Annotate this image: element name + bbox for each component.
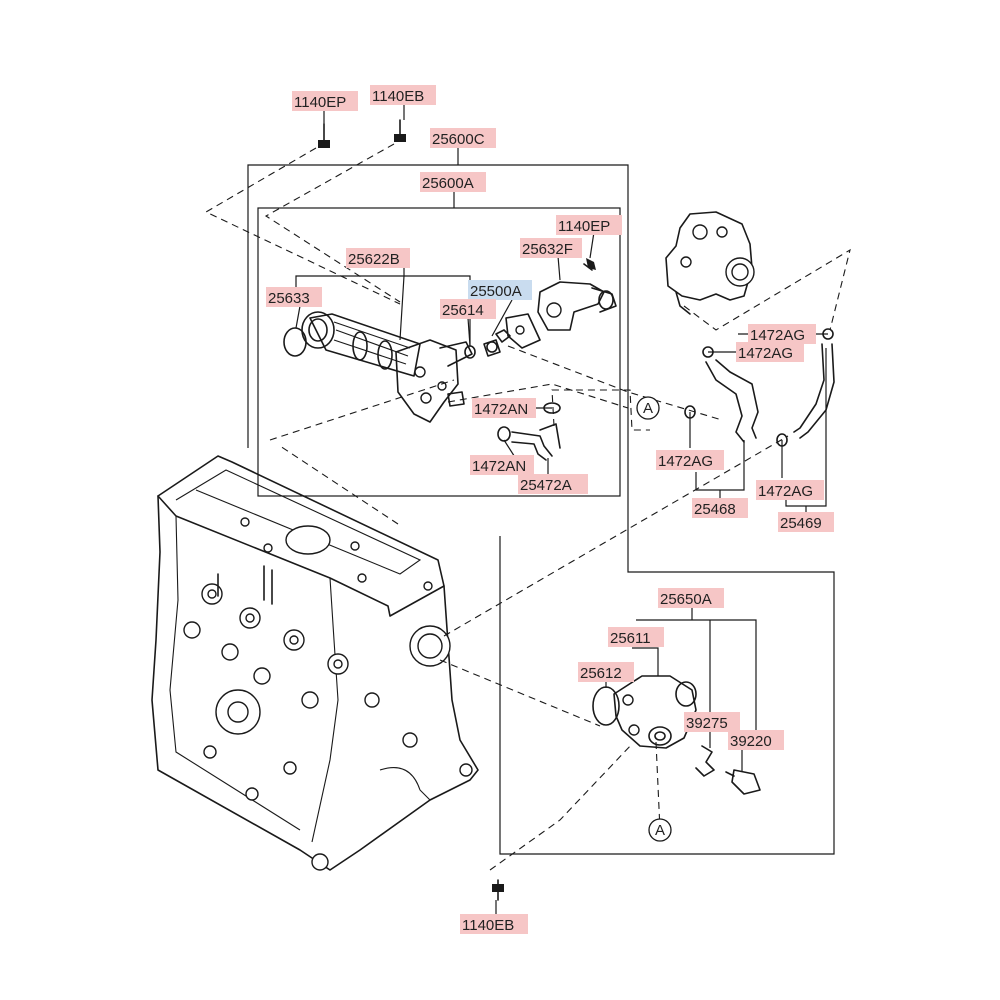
leader-lines <box>295 104 828 914</box>
bolt-1140ep-top <box>318 123 330 148</box>
label-25600c: 25600C <box>430 128 496 148</box>
label-1472ag-b: 1472AG <box>736 342 804 362</box>
svg-text:1472AG: 1472AG <box>750 327 805 344</box>
label-25611: 25611 <box>608 627 664 647</box>
label-1472ag-a: 1472AG <box>748 324 816 344</box>
svg-text:39275: 39275 <box>686 715 728 732</box>
svg-text:25468: 25468 <box>694 501 736 518</box>
svg-text:25612: 25612 <box>580 665 622 682</box>
bolt-1140eb-top <box>394 119 406 142</box>
label-25622b: 25622B <box>346 248 410 268</box>
thermostat-housing <box>592 675 761 795</box>
svg-text:25600A: 25600A <box>422 175 474 192</box>
assembly-frame-25600a <box>257 207 621 497</box>
svg-text:1472AN: 1472AN <box>474 401 528 418</box>
svg-text:1140EP: 1140EP <box>294 94 346 111</box>
svg-text:1140EP: 1140EP <box>558 218 610 235</box>
svg-text:25500A: 25500A <box>470 283 522 300</box>
assembly-frame-25600c <box>247 164 835 855</box>
label-25472a: 25472A <box>518 474 588 494</box>
callout-a-upper: A <box>636 396 660 420</box>
egr-cooler-assembly <box>283 258 617 423</box>
svg-text:39220: 39220 <box>730 733 772 750</box>
svg-text:25469: 25469 <box>780 515 822 532</box>
callout-a-lower: A <box>648 818 672 842</box>
label-1140ep-inner: 1140EP <box>556 215 622 235</box>
svg-text:1472AG: 1472AG <box>758 483 813 500</box>
callout-a-lower-text: A <box>655 822 665 839</box>
svg-text:25622B: 25622B <box>348 251 400 268</box>
svg-text:25611: 25611 <box>610 630 651 647</box>
label-1140eb-top: 1140EB <box>370 85 436 105</box>
label-25614: 25614 <box>440 299 496 319</box>
label-39275: 39275 <box>684 712 740 732</box>
svg-text:1140EB: 1140EB <box>462 917 514 934</box>
label-1140ep-top: 1140EP <box>292 91 358 111</box>
svg-text:1140EB: 1140EB <box>372 88 424 105</box>
label-1472an-b: 1472AN <box>470 455 534 475</box>
svg-text:1472AN: 1472AN <box>472 458 526 475</box>
bolt-1140eb-bottom <box>492 879 504 901</box>
label-25650a: 25650A <box>658 588 724 608</box>
label-25633: 25633 <box>266 287 322 307</box>
pump-housing <box>665 211 755 315</box>
label-25500a: 25500A <box>468 280 532 300</box>
svg-text:25650A: 25650A <box>660 591 712 608</box>
label-25468: 25468 <box>692 498 748 518</box>
svg-text:25632F: 25632F <box>522 241 573 258</box>
svg-text:25600C: 25600C <box>432 131 485 148</box>
svg-text:25614: 25614 <box>442 302 484 319</box>
alignment-lines <box>204 143 851 871</box>
engine-block <box>151 455 479 871</box>
label-25600a: 25600A <box>420 172 486 192</box>
label-1472ag-c: 1472AG <box>656 450 724 470</box>
svg-text:25633: 25633 <box>268 290 310 307</box>
label-25612: 25612 <box>578 662 634 682</box>
label-39220: 39220 <box>728 730 784 750</box>
label-25469: 25469 <box>778 512 834 532</box>
svg-text:25472A: 25472A <box>520 477 572 494</box>
svg-text:1472AG: 1472AG <box>658 453 713 470</box>
svg-text:1472AG: 1472AG <box>738 345 793 362</box>
label-1140eb-bottom: 1140EB <box>460 914 528 934</box>
label-1472ag-d: 1472AG <box>756 480 824 500</box>
hose-25472a <box>497 402 561 461</box>
label-1472an-a: 1472AN <box>472 398 536 418</box>
callout-a-upper-text: A <box>643 400 653 417</box>
label-25632f: 25632F <box>520 238 582 258</box>
